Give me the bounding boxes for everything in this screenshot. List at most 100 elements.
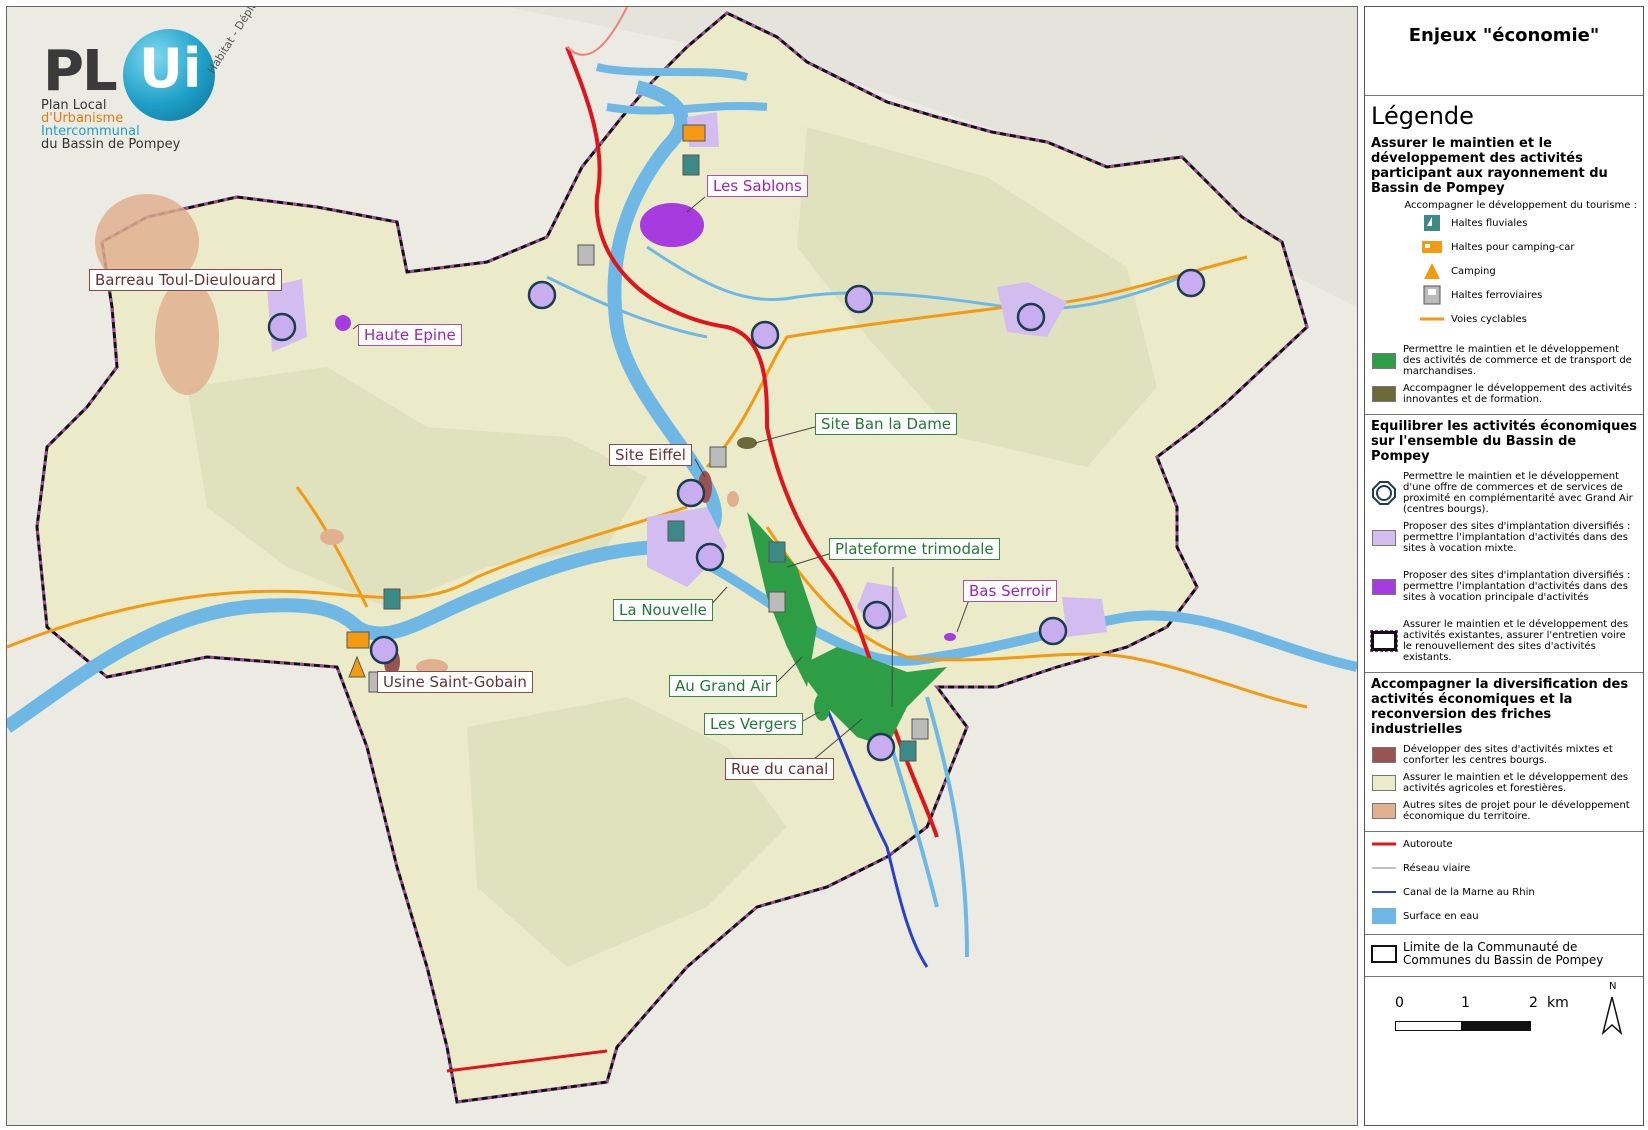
forest-zone [187, 367, 647, 607]
camper-van-icon [1419, 238, 1445, 256]
legend-label: Haltes pour camping-car [1451, 241, 1575, 253]
legend-item-mixtes-bourgs: Développer des sites d'activités mixtes … [1365, 741, 1643, 769]
project-site [727, 491, 739, 507]
road-connector [566, 7, 628, 56]
label-les-sablons[interactable]: Les Sablons [707, 175, 808, 197]
legend-section-1: Assurer le maintien et le développement … [1371, 136, 1608, 196]
legend-separator [1365, 414, 1643, 415]
commerce-vergers [814, 693, 830, 721]
lavender-swatch [1371, 529, 1397, 547]
legend-label: Voies cyclables [1451, 313, 1527, 325]
label-site-eiffel[interactable]: Site Eiffel [609, 444, 692, 466]
legend-item-surface-eau: Surface en eau [1365, 904, 1643, 928]
label-la-nouvelle[interactable]: La Nouvelle [613, 599, 713, 621]
label-rue-du-canal[interactable]: Rue du canal [725, 758, 835, 780]
forest-zone [797, 127, 1157, 467]
cycle-line-icon [1419, 310, 1445, 328]
stream [646, 245, 1208, 311]
logo-line-1: Plan Local [41, 98, 107, 113]
river-top [596, 63, 768, 115]
logo-ui: Ui [139, 37, 202, 100]
train-icon [1419, 285, 1445, 305]
north-arrow-icon [1601, 996, 1623, 1035]
legend-item-haltes-ferroviaires: Haltes ferroviaires [1365, 283, 1643, 307]
label-barreau-toul-dieulouard[interactable]: Barreau Toul-Dieulouard [89, 269, 282, 291]
logo-line-4: du Bassin de Pompey [41, 137, 181, 152]
legend-item-voies-cyclables: Voies cyclables [1365, 307, 1643, 331]
logo-line-3: Intercommunal [41, 124, 140, 139]
legend-item-mixte: Proposer des sites d'implantation divers… [1365, 518, 1643, 557]
label-usine-saint-gobain[interactable]: Usine Saint-Gobain [377, 671, 533, 693]
leader-lines [352, 196, 971, 766]
label-haute-epine[interactable]: Haute Epine [358, 324, 462, 346]
legend-separator [1365, 672, 1643, 673]
tent-icon [1419, 262, 1445, 280]
legend-label: Autres sites de projet pour le développe… [1403, 800, 1630, 822]
legend-label: Permettre le maintien et le développemen… [1403, 471, 1633, 515]
water-swatch [1371, 907, 1397, 925]
label-bas-serroir[interactable]: Bas Serroir [963, 580, 1058, 602]
legend-item-commerce: Permettre le maintien et le développemen… [1365, 341, 1643, 380]
scale-label-1: 1 [1461, 995, 1470, 1011]
legend-label: Développer des sites d'activités mixtes … [1403, 744, 1613, 766]
logo-bubble [123, 29, 215, 121]
legend-label: Surface en eau [1403, 910, 1479, 922]
boundary-swatch [1370, 630, 1398, 652]
legend-item-agricoles: Assurer le maintien et le développement … [1365, 769, 1643, 797]
centre-bourg-markers [267, 268, 1206, 762]
north-label: N [1609, 981, 1617, 992]
autoroute-south [446, 1049, 608, 1073]
pluí-logo: PL Ui Plan Local d'Urbanisme Intercommun… [35, 7, 285, 159]
innovation-site [737, 437, 757, 449]
label-les-vergers[interactable]: Les Vergers [704, 713, 803, 735]
logo-line-2: d'Urbanisme [41, 111, 124, 126]
legend-label: Haltes ferroviaires [1451, 289, 1543, 301]
label-plateforme-trimodale[interactable]: Plateforme trimodale [829, 538, 1000, 560]
purple-swatch [1371, 578, 1397, 596]
legend-label: Réseau viaire [1403, 862, 1471, 874]
legend-panel: Enjeux "économie" Légende Assurer le mai… [1364, 6, 1644, 1126]
map-panel[interactable]: PL Ui Plan Local d'Urbanisme Intercommun… [6, 6, 1358, 1126]
legend-label: Assurer le maintien et le développement … [1403, 619, 1629, 663]
scale-segment-white [1395, 1021, 1463, 1031]
scale-label-0: 0 [1395, 995, 1404, 1011]
legend-label: Proposer des sites d'implantation divers… [1403, 521, 1631, 554]
legend-item-reseau-viaire: Réseau viaire [1365, 856, 1643, 880]
project-site [95, 194, 199, 290]
green-swatch [1371, 352, 1397, 370]
scale-segment-black [1461, 1021, 1531, 1031]
legend-item-existantes: Assurer le maintien et le développement … [1365, 616, 1643, 666]
map-canvas[interactable] [7, 7, 1357, 1125]
cycle-route [295, 486, 1308, 709]
legend-section-3: Accompagner la diversification des activ… [1371, 677, 1629, 737]
legend-item-camping-car: Haltes pour camping-car [1365, 235, 1643, 259]
red-line-icon [1371, 835, 1397, 853]
scale-bar: 0 1 2 km N [1365, 977, 1643, 1057]
grey-line-icon [1371, 859, 1397, 877]
legend-tourism-intro: Accompagner le développement du tourisme… [1404, 200, 1637, 211]
beige-swatch [1371, 774, 1397, 792]
legend-item-camping: Camping [1365, 259, 1643, 283]
activity-site-haute-epine [335, 315, 351, 331]
stream [546, 275, 708, 339]
legend-item-autoroute: Autoroute [1365, 832, 1643, 856]
boat-icon [1419, 214, 1445, 232]
legend-item-haltes-fluviales: Haltes fluviales [1365, 211, 1643, 235]
outer-terrain [7, 7, 1357, 307]
label-site-ban-la-dame[interactable]: Site Ban la Dame [815, 413, 958, 435]
legend-label: Canal de la Marne au Rhin [1403, 886, 1535, 898]
legend-label: Permettre le maintien et le développemen… [1403, 344, 1632, 377]
legend-separator [1365, 934, 1643, 935]
legend-title: Enjeux "économie" [1365, 7, 1643, 96]
legend-heading: Légende [1371, 102, 1474, 130]
legend-item-limite: Limite de la Communauté de Communes du B… [1365, 935, 1643, 970]
commerce-grand-air [797, 647, 947, 747]
activity-site-bas-serroir [944, 633, 956, 641]
activity-site-les-sablons [640, 203, 704, 247]
mixed-site [1062, 597, 1107, 637]
label-au-grand-air[interactable]: Au Grand Air [669, 675, 777, 697]
blue-line-icon [1371, 883, 1397, 901]
brown-swatch [1371, 746, 1397, 764]
legend-separator [1365, 976, 1643, 977]
